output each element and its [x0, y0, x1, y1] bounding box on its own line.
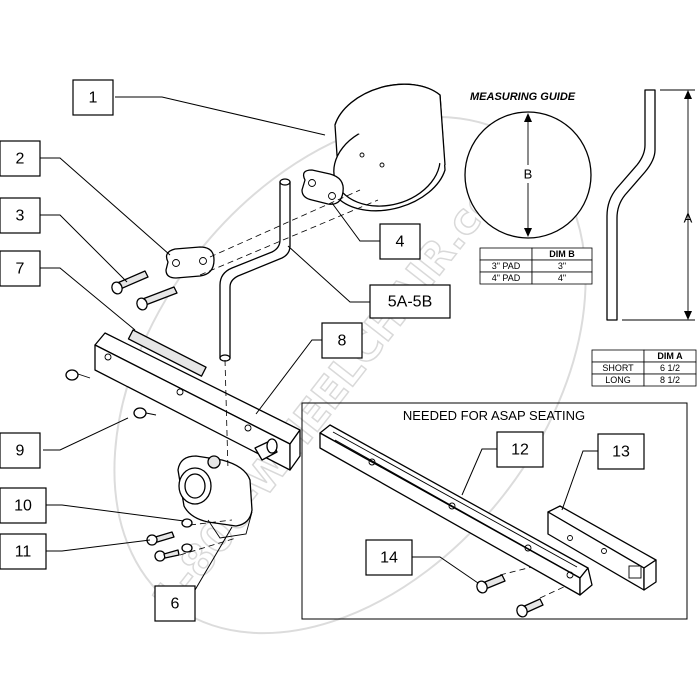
- length-table-row-label: SHORT: [602, 363, 634, 373]
- callout-label: 3: [16, 208, 25, 225]
- part-screws-11: [146, 531, 180, 562]
- pad-table-row-label: 4" PAD: [492, 273, 521, 283]
- callout-12: 12: [496, 431, 544, 468]
- part-square-tube: [547, 505, 657, 591]
- callout-label: 8: [338, 333, 347, 350]
- pad-size-table: DIM B 3" PAD 3" 4" PAD 4": [479, 247, 593, 285]
- leader-lines: [40, 96, 598, 603]
- callout-8: 8: [321, 322, 363, 359]
- part-screws-3: [111, 270, 178, 311]
- measuring-guide-title: MEASURING GUIDE: [470, 91, 576, 103]
- callout-label: 11: [15, 544, 32, 561]
- pad-table-row-value: 3": [558, 261, 566, 271]
- part-pad-bracket: [301, 169, 344, 205]
- callout-label: 1: [89, 90, 98, 107]
- part-screws-14: [476, 574, 544, 618]
- asap-section-frame: [301, 402, 688, 620]
- callout-label: 12: [511, 442, 529, 459]
- part-long-bar: [94, 329, 301, 471]
- callout-label: 7: [16, 261, 25, 278]
- part-pad: [333, 83, 446, 212]
- part-bent-rod: [219, 178, 291, 362]
- part-washers: [181, 518, 193, 553]
- asap-section-title: NEEDED FOR ASAP SEATING: [403, 408, 585, 423]
- callout-7: 7: [0, 250, 41, 287]
- pad-table-row-label: 3" PAD: [492, 261, 521, 271]
- callout-6: 6: [154, 585, 196, 622]
- part-slotted-rail: [319, 424, 593, 596]
- rod-profile: [606, 89, 695, 321]
- part-mount-plate: [165, 246, 215, 279]
- part-stud: [254, 438, 278, 461]
- part-clamp: [177, 455, 253, 539]
- length-table-header: DIM A: [657, 351, 683, 361]
- callout-5a-5b: 5A-5B: [369, 284, 451, 319]
- callout-label: 13: [612, 444, 630, 461]
- callout-4: 4: [379, 223, 421, 260]
- callout-2: 2: [0, 140, 41, 177]
- callout-13: 13: [597, 433, 645, 470]
- dim-b-label: B: [524, 167, 533, 182]
- callout-label: 10: [14, 498, 32, 515]
- dim-a-label: A: [684, 211, 693, 226]
- callout-label: 6: [171, 596, 180, 613]
- callout-14: 14: [365, 539, 413, 576]
- pad-table-header: DIM B: [549, 249, 575, 259]
- callout-label: 2: [16, 151, 25, 168]
- callout-label: 9: [16, 443, 25, 460]
- length-table-row-value: 8 1/2: [660, 375, 680, 385]
- callout-label: 4: [396, 234, 405, 251]
- pad-table-row-value: 4": [558, 273, 566, 283]
- callout-11: 11: [0, 533, 47, 570]
- callout-label: 5A-5B: [388, 294, 432, 311]
- length-table: DIM A SHORT 6 1/2 LONG 8 1/2: [591, 349, 697, 387]
- callout-9: 9: [0, 432, 41, 469]
- callout-label: 14: [380, 550, 398, 567]
- callout-10: 10: [0, 487, 47, 524]
- callout-1: 1: [72, 79, 114, 116]
- part-screws-9: [65, 369, 157, 419]
- callout-3: 3: [0, 197, 41, 234]
- pad-diameter-circle: [464, 111, 592, 239]
- length-table-row-value: 6 1/2: [660, 363, 680, 373]
- length-table-row-label: LONG: [605, 375, 631, 385]
